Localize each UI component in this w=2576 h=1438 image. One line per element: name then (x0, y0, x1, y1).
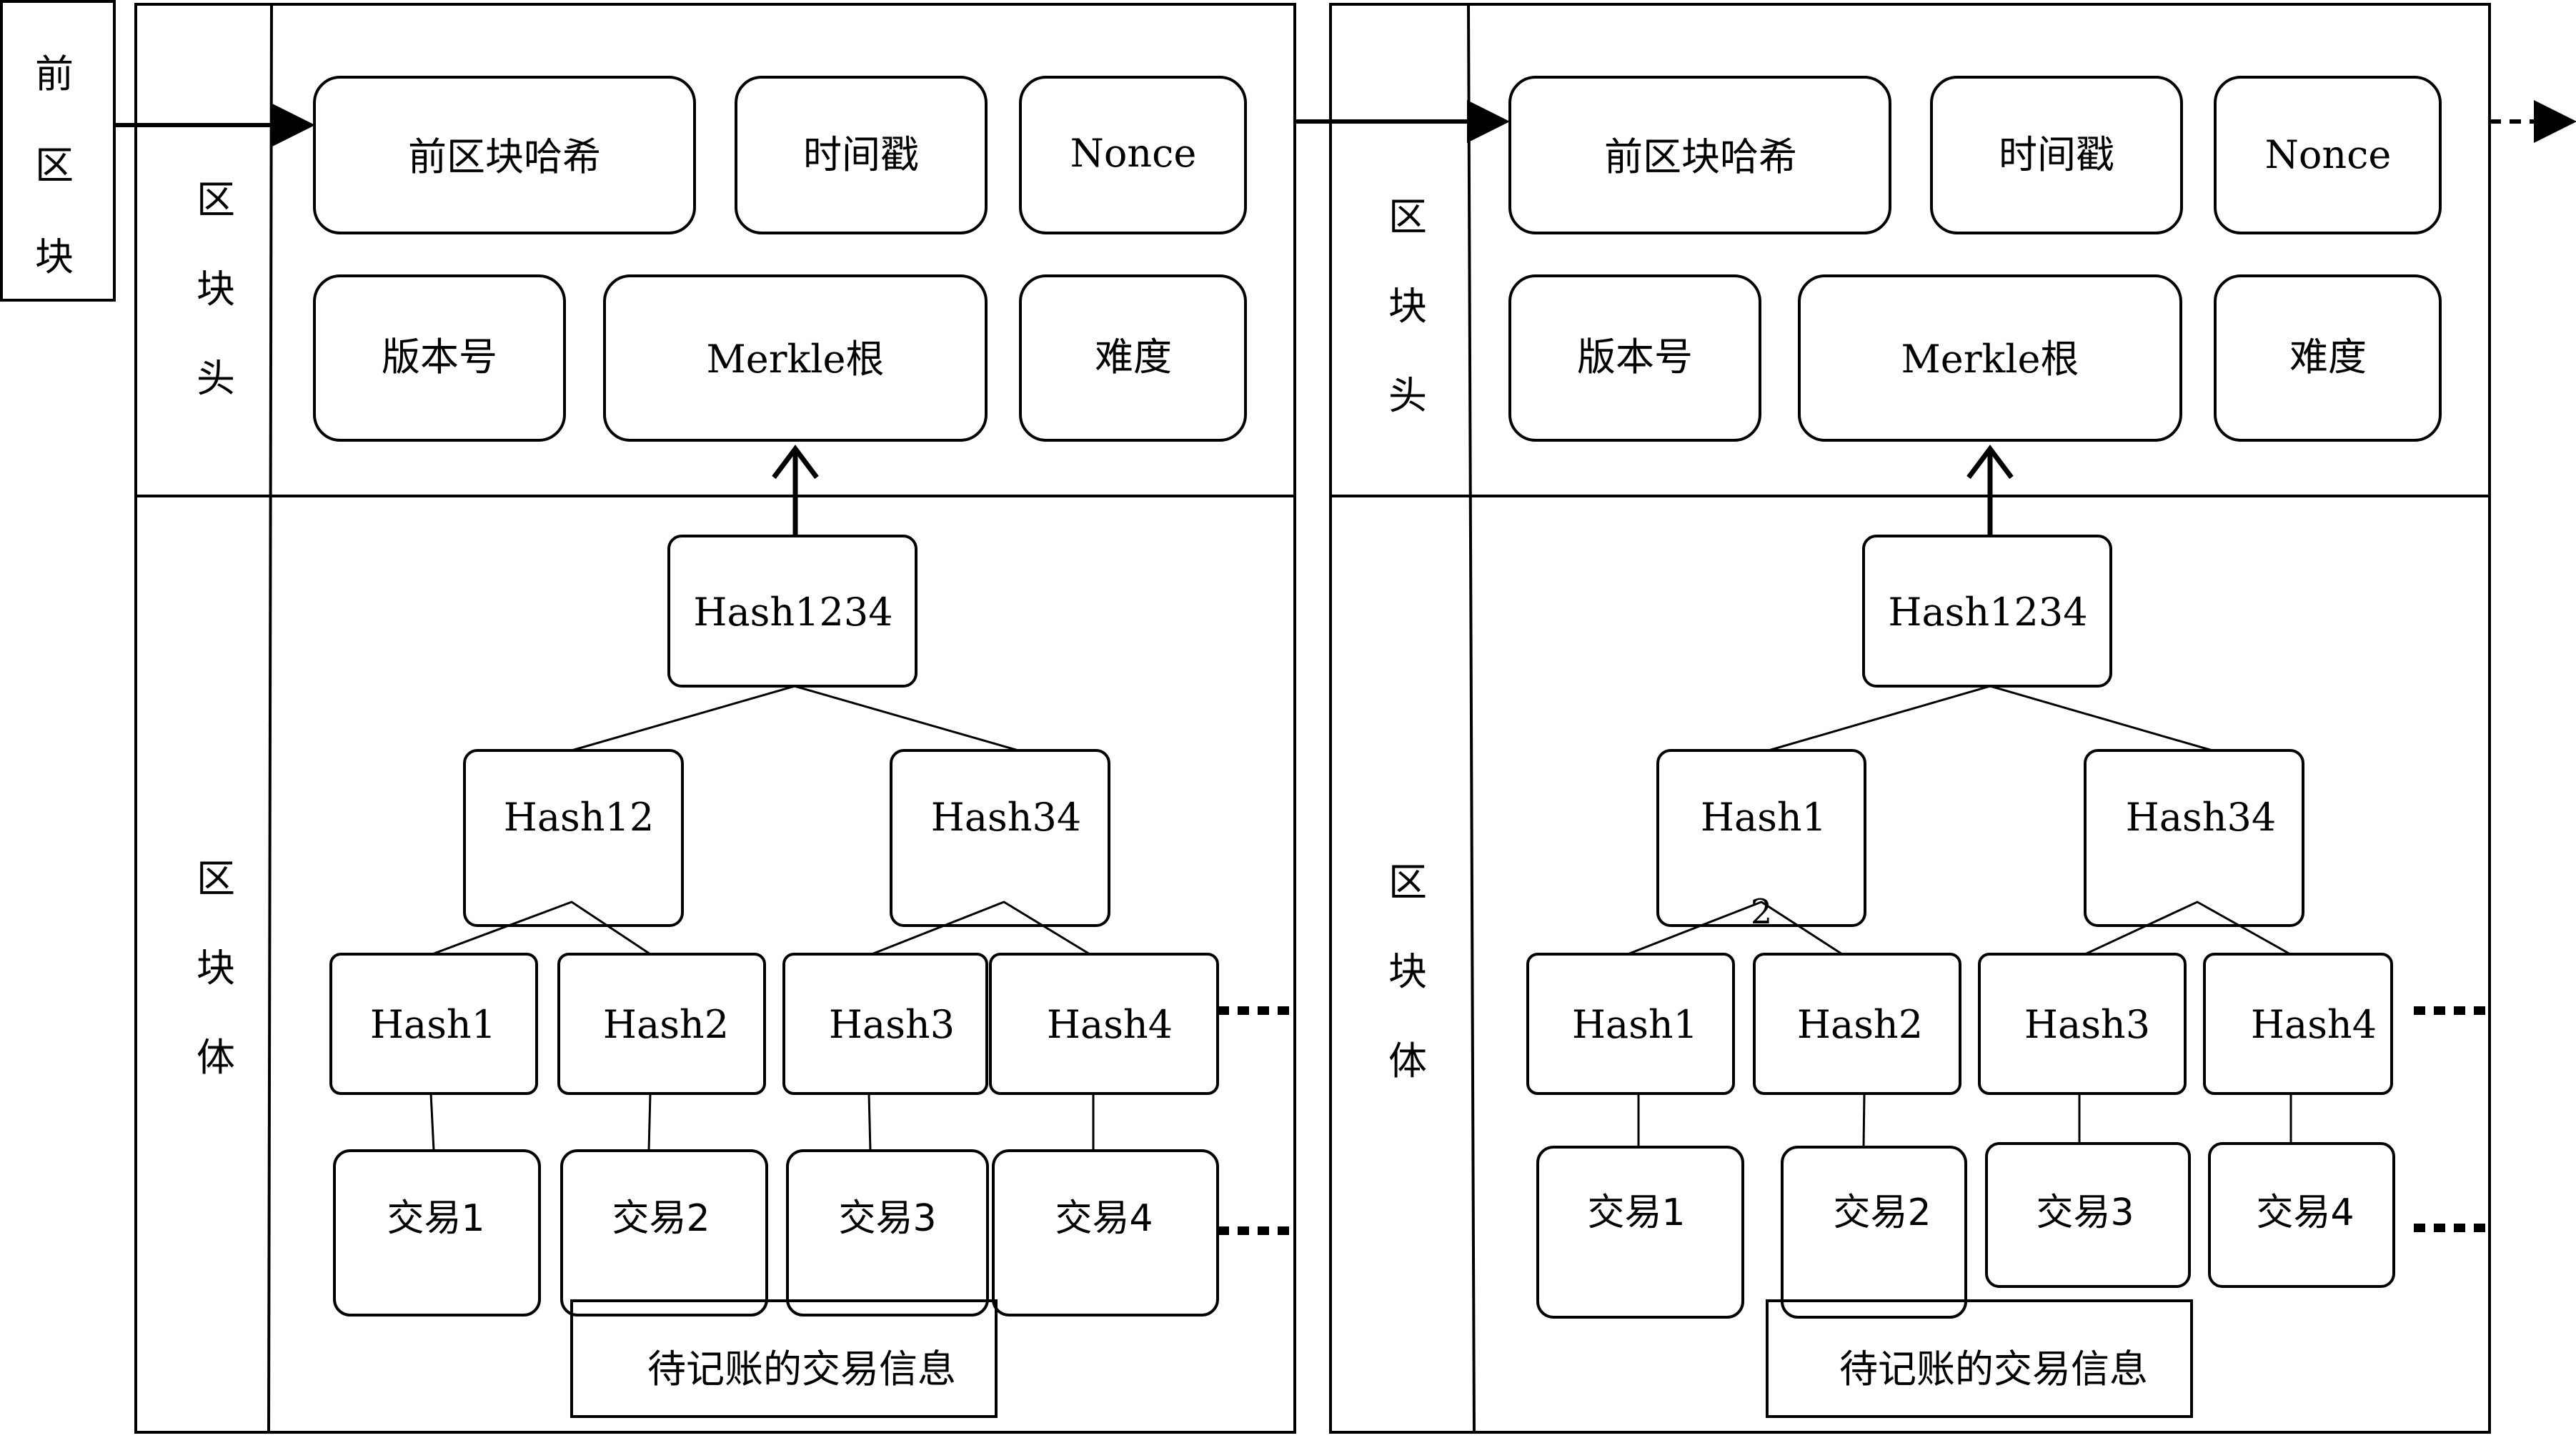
svg-text:交易4: 交易4 (1055, 1197, 1153, 1240)
previous-block-char-2: 区 (35, 143, 74, 188)
svg-text:Hash1234: Hash1234 (693, 590, 892, 635)
svg-text:Hash1: Hash1 (1701, 795, 1826, 840)
hash-mid-left-node: Hash1 2 (1656, 749, 1866, 932)
svg-text:Hash2: Hash2 (1797, 1002, 1923, 1047)
svg-text:交易3: 交易3 (838, 1197, 936, 1240)
svg-text:Hash1: Hash1 (370, 1002, 496, 1047)
previous-block-char-3: 块 (35, 234, 74, 279)
hash-leaf-4-node: Hash4 (2203, 953, 2393, 1095)
hash-mid-right-node: Hash34 (890, 749, 1110, 927)
svg-text:待记账的交易信息: 待记账的交易信息 (647, 1347, 956, 1392)
svg-text:Hash4: Hash4 (1047, 1002, 1173, 1047)
root-to-merkle-arrow (1966, 445, 2014, 536)
hash-mid-right-node: Hash34 (2084, 749, 2304, 927)
svg-text:交易2: 交易2 (1833, 1191, 1931, 1234)
svg-text:区: 区 (197, 856, 235, 901)
svg-text:Hash4: Hash4 (2251, 1002, 2377, 1047)
previous-block-char-1: 前 (35, 51, 74, 96)
svg-text:版本号: 版本号 (382, 334, 497, 380)
timestamp-field: 时间戳 (735, 76, 988, 234)
svg-text:Hash12: Hash12 (504, 795, 655, 840)
pending-transactions-box: 待记账的交易信息 (570, 1299, 998, 1418)
root-to-merkle-arrow (772, 445, 819, 536)
svg-text:Hash34: Hash34 (931, 795, 1082, 840)
svg-text:时间戳: 时间戳 (803, 132, 919, 177)
transaction-3-node: 交易3 (786, 1149, 989, 1316)
block-header-label: 区 块 头 (197, 177, 235, 401)
tree-edges (429, 685, 1095, 1151)
svg-text:交易1: 交易1 (387, 1197, 484, 1240)
hash-leaf-2-node: Hash2 (557, 953, 766, 1095)
hash-leaf-4-node: Hash4 (989, 953, 1219, 1095)
svg-text:前区块哈希: 前区块哈希 (1604, 134, 1797, 179)
svg-text:Merkle根: Merkle根 (1901, 337, 2079, 382)
prev-hash-field: 前区块哈希 (1508, 76, 1891, 234)
block-body-label: 区 块 体 (197, 856, 235, 1080)
merkle-root-field: Merkle根 (1798, 274, 2182, 442)
hash-leaf-1-node: Hash1 (1526, 953, 1735, 1095)
svg-text:版本号: 版本号 (1577, 334, 1693, 380)
prev-hash-field: 前区块哈希 (313, 76, 696, 234)
hash-root-node: Hash1234 (1862, 535, 2112, 688)
hash-leaf-3-node: Hash3 (782, 953, 988, 1095)
svg-text:交易4: 交易4 (2256, 1191, 2354, 1234)
transaction-3-node: 交易3 (1985, 1142, 2191, 1288)
hash-root-node: Hash1234 (667, 535, 917, 688)
hash-mid-left-node: Hash12 (463, 749, 684, 927)
version-field: 版本号 (313, 274, 566, 442)
hash-leaf-1-node: Hash1 (329, 953, 538, 1095)
svg-text:Hash1234: Hash1234 (1888, 590, 2087, 635)
nonce-field: Nonce (2214, 76, 2442, 234)
timestamp-field: 时间戳 (1930, 76, 2183, 234)
svg-text:块: 块 (1388, 949, 1427, 994)
transaction-1-node: 交易1 (333, 1149, 541, 1316)
svg-text:区: 区 (1388, 860, 1427, 905)
svg-text:区: 区 (1388, 194, 1427, 239)
transaction-2-node: 交易2 (560, 1149, 768, 1316)
transaction-4-node: 交易4 (2208, 1142, 2395, 1288)
svg-text:难度: 难度 (1095, 334, 1172, 380)
svg-text:交易1: 交易1 (1587, 1191, 1685, 1234)
svg-text:2: 2 (1751, 892, 1773, 932)
svg-text:难度: 难度 (2289, 334, 2367, 380)
difficulty-field: 难度 (1019, 274, 1247, 442)
nonce-field: Nonce (1019, 76, 1247, 234)
svg-text:块: 块 (197, 267, 235, 312)
svg-text:前区块哈希: 前区块哈希 (408, 134, 601, 179)
block-header-label: 区 块 头 (1388, 194, 1427, 418)
svg-text:Hash3: Hash3 (829, 1002, 955, 1047)
svg-text:Hash1: Hash1 (1572, 1002, 1698, 1047)
difficulty-field: 难度 (2214, 274, 2442, 442)
svg-text:时间戳: 时间戳 (1999, 132, 2114, 177)
svg-text:Hash3: Hash3 (2024, 1002, 2150, 1047)
transaction-4-node: 交易4 (992, 1149, 1219, 1316)
svg-text:交易2: 交易2 (612, 1197, 710, 1240)
svg-text:头: 头 (1388, 373, 1427, 418)
svg-text:头: 头 (197, 356, 235, 401)
version-field: 版本号 (1508, 274, 1761, 442)
svg-text:Hash34: Hash34 (2126, 795, 2277, 840)
svg-text:交易3: 交易3 (2036, 1191, 2134, 1234)
svg-text:块: 块 (1388, 284, 1427, 329)
block-body-label: 区 块 体 (1388, 860, 1427, 1084)
block-1: 区 块 头 区 块 体 前区块哈希 时间戳 Nonce 版本号 Merkle根 (134, 3, 1296, 1434)
hash-leaf-3-node: Hash3 (1978, 953, 2187, 1095)
hash-leaf-2-node: Hash2 (1753, 953, 1961, 1095)
svg-text:Nonce: Nonce (1070, 131, 1197, 176)
transaction-2-node: 交易2 (1781, 1146, 1967, 1319)
merkle-root-field: Merkle根 (603, 274, 988, 442)
transaction-1-node: 交易1 (1536, 1146, 1744, 1319)
svg-text:区: 区 (197, 177, 235, 222)
svg-text:Hash2: Hash2 (603, 1002, 729, 1047)
svg-text:Nonce: Nonce (2265, 132, 2392, 177)
pending-transactions-box: 待记账的交易信息 (1766, 1299, 2193, 1418)
svg-text:Merkle根: Merkle根 (706, 337, 884, 382)
svg-text:块: 块 (197, 946, 235, 991)
svg-text:体: 体 (197, 1035, 235, 1080)
previous-block: 前 区 块 (0, 0, 116, 302)
block-2: 区 块 头 区 块 体 前区块哈希 时间戳 Nonce 版本号 Merkle根 (1329, 3, 2491, 1434)
svg-text:待记账的交易信息: 待记账的交易信息 (1839, 1347, 2148, 1392)
svg-text:体: 体 (1388, 1038, 1427, 1084)
